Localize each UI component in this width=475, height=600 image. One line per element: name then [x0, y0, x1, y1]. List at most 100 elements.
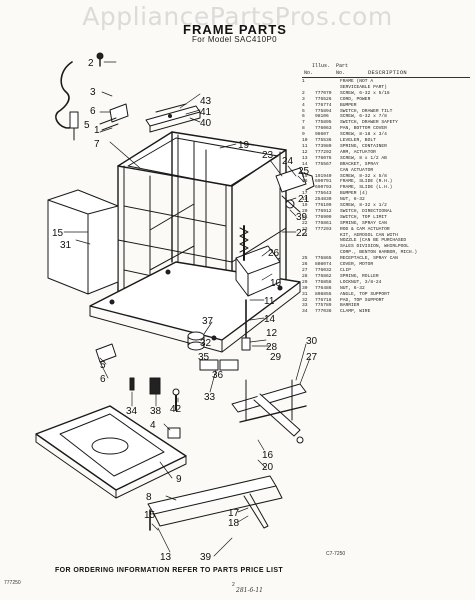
callout: 18	[228, 518, 240, 529]
spray-actuator-drawing	[275, 167, 315, 213]
description-cell: LEVELER, BOLT	[340, 138, 376, 144]
callout: 2	[88, 58, 94, 69]
description-cell: PAN, BOTTOM COVER	[340, 126, 387, 132]
callout: 17	[228, 508, 240, 519]
part-no-cell: 776856	[315, 279, 332, 285]
bottom-cover-pan-drawing	[35, 405, 187, 499]
callout: 26	[268, 248, 280, 259]
callout-leader-lines	[63, 61, 311, 557]
part-no-cell: 776063	[315, 126, 332, 132]
description-cell: BARRIER	[340, 303, 360, 309]
description-cell: FRAME, SLIDE (R.H.)	[340, 179, 393, 185]
callout: 13	[160, 552, 172, 563]
description-cell: COVER, MOTOR	[340, 262, 374, 268]
callout: 39	[296, 212, 308, 223]
part-no-cell: 777070	[315, 90, 332, 96]
description-cell: KIT, AEROSOL CAN WITH	[340, 232, 398, 238]
description-column-header: DESCRIPTION	[368, 70, 407, 76]
illus-no-cell: 5	[302, 108, 305, 114]
description-cell: FRAME (NOT A	[340, 79, 374, 84]
callout: 15	[144, 510, 156, 521]
callout: 19	[238, 140, 250, 151]
illus-no-cell: 14	[302, 161, 308, 167]
illus-no-cell: 1	[302, 79, 305, 84]
part-no-cell: 808855	[315, 291, 332, 297]
part-no-cell: 776109	[315, 203, 332, 209]
part-no-cell: 776076	[315, 155, 332, 161]
callout: 27	[306, 352, 318, 363]
callout: 14	[264, 314, 276, 325]
callout: 1	[94, 125, 100, 136]
part-no-cell: 191940	[315, 173, 332, 179]
callout: 7	[94, 139, 100, 150]
description-cell: SWITCH, DRAWER SAFETY	[340, 120, 398, 126]
part-no-cell: 776912	[315, 208, 332, 214]
description-cell: SWITCH, DIRECTIONAL	[340, 208, 393, 214]
illus-no-cell: 22	[302, 220, 308, 226]
callout: 12	[266, 328, 278, 339]
callout: 5	[84, 120, 90, 131]
drawing-code: C7-7250	[326, 551, 346, 557]
illus-no-cell: 3	[302, 96, 305, 102]
illus-no-cell: 28	[302, 273, 308, 279]
description-cell: NUT, 6-32	[340, 197, 365, 203]
part-no-cell: 808074	[315, 262, 332, 268]
power-cord-drawing	[55, 52, 104, 141]
drawer-slide-bracket-drawing	[231, 379, 307, 444]
header-rule	[302, 77, 470, 78]
callout: 35	[198, 352, 210, 363]
part-column-header: Part	[336, 63, 349, 69]
parts-table-row: NOZZLE (CAN BE PURCHASED	[302, 238, 472, 244]
illus-no-cell: 30	[302, 285, 308, 291]
parts-table-row: 1 FRAME (NOT A	[302, 79, 472, 85]
callout: 22	[296, 228, 308, 239]
part-no-cell: 773980	[315, 143, 332, 149]
illus-no-cell: 10	[302, 138, 308, 144]
part-no-cell: 776862	[315, 273, 332, 279]
callout: 34	[126, 406, 138, 417]
callout: 21	[298, 194, 310, 205]
part-no-cell: 776774	[315, 102, 332, 108]
illus-no-cell: 31	[302, 291, 308, 297]
callout: 9	[176, 474, 182, 485]
description-cell: CORD, POWER	[340, 96, 371, 102]
illus-no-cell: 33	[302, 303, 308, 309]
part-no-cell: 776909	[315, 214, 332, 220]
illus-no-cell: 7	[302, 120, 305, 126]
callout: 28	[266, 342, 278, 353]
description-cell: ROD & CAM ACTUATOR	[340, 226, 390, 232]
illus-no-cell: 11	[302, 143, 308, 149]
part-no-cell: 98607	[315, 132, 329, 138]
description-cell: SERVICEABLE PART)	[340, 84, 387, 90]
description-cell: LOCKNUT, 3/8-24	[340, 279, 382, 285]
callout: 6	[90, 106, 96, 117]
part-no-cell: 777036	[315, 309, 332, 315]
description-cell: ARM, ACTUATOR	[340, 149, 376, 155]
parts-table-row: SALES DIVISION, WHIRLPOOL	[302, 244, 472, 250]
part-no-cell: 776716	[315, 297, 332, 303]
handwritten-note: 281-6-11	[236, 587, 263, 594]
illus-no-cell: 17	[302, 191, 308, 197]
callout: 20	[262, 462, 274, 473]
description-cell: SCREW, 6-32 x 5/16	[340, 90, 390, 96]
part-no-cell: 775567	[315, 161, 332, 167]
illus-no-cell: 20	[302, 208, 308, 214]
description-cell: SCREW, 8-18 x 3/4	[340, 132, 387, 138]
